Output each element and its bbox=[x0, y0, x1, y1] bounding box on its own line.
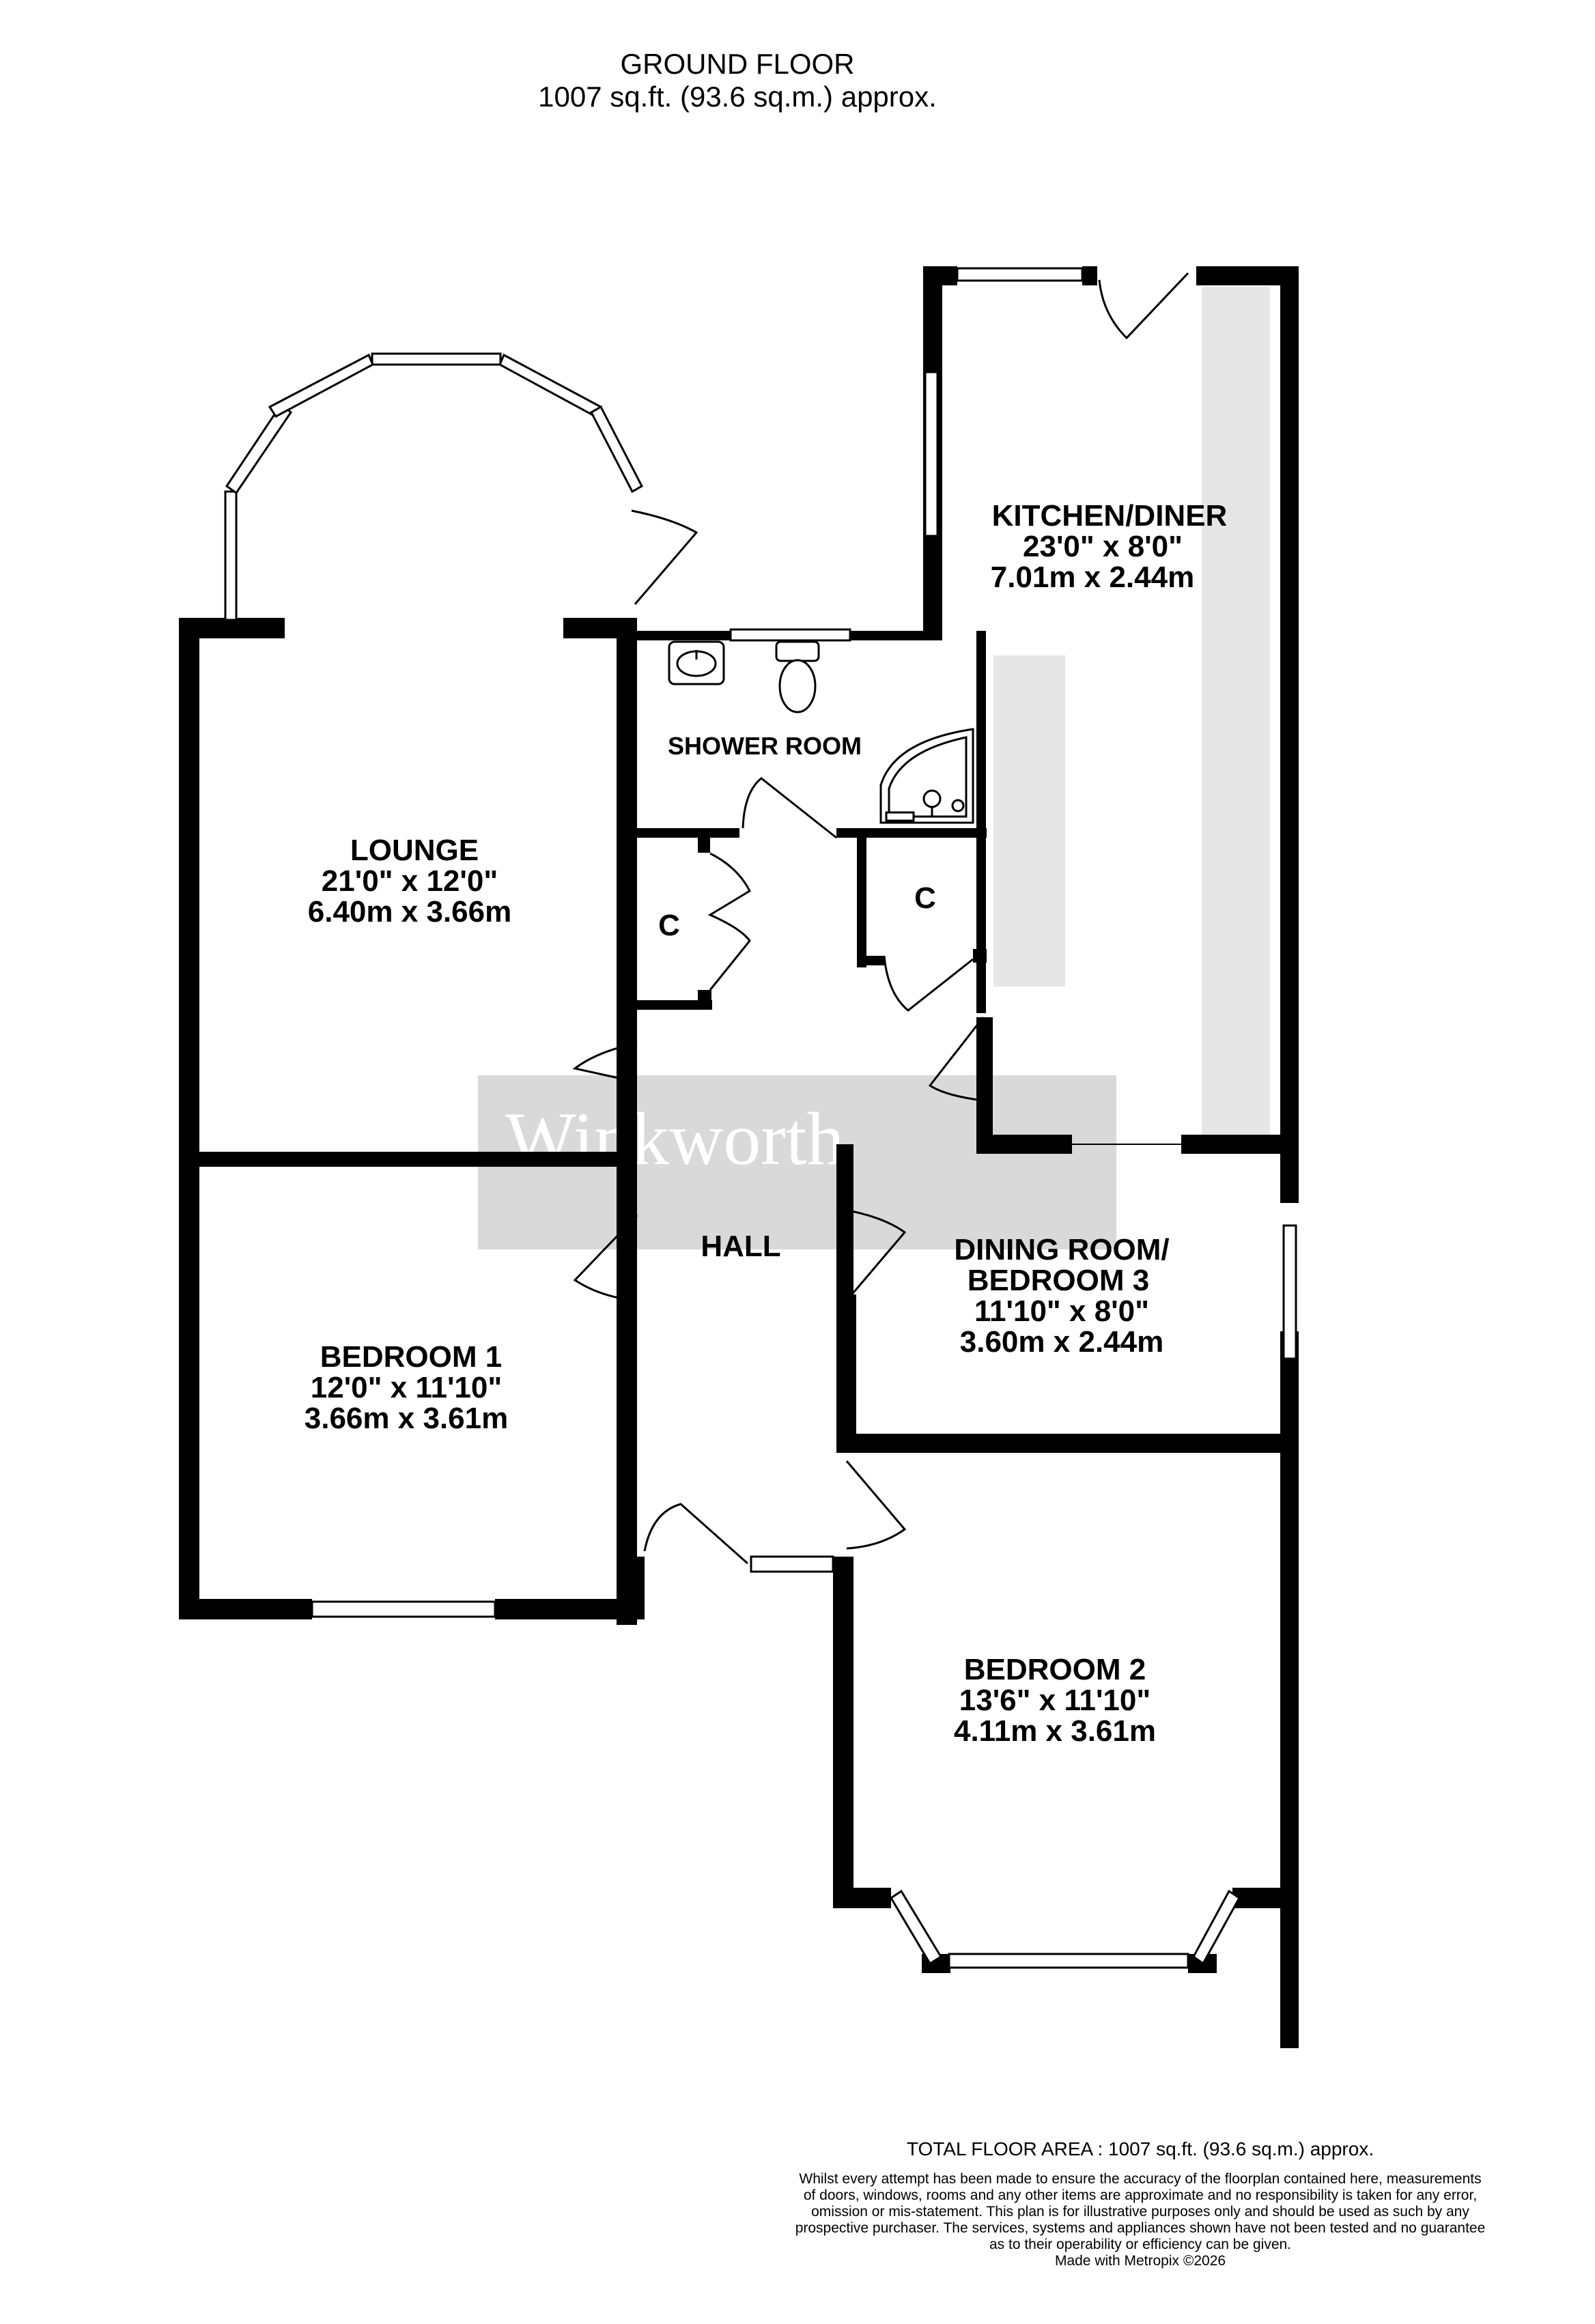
disclaimer-line: omission or mis-statement. This plan is … bbox=[811, 2204, 1469, 2220]
bedroom1-metric: 3.66m x 3.61m bbox=[305, 1402, 508, 1435]
dining-name-line1: DINING ROOM/ bbox=[954, 1233, 1169, 1266]
windows bbox=[224, 267, 1297, 1969]
lounge-name: LOUNGE bbox=[350, 834, 479, 867]
dining-window bbox=[1282, 1224, 1297, 1360]
bedroom1-imperial: 12'0" x 11'10" bbox=[311, 1371, 502, 1404]
dining-name-line2: BEDROOM 3 bbox=[968, 1264, 1149, 1297]
disclaimer-line: Whilst every attempt has been made to en… bbox=[799, 2171, 1482, 2187]
footer: TOTAL FLOOR AREA : 1007 sq.ft. (93.6 sq.… bbox=[710, 2137, 1570, 2269]
made-with: Made with Metropix ©2026 bbox=[1054, 2253, 1226, 2269]
front-door bbox=[643, 1503, 748, 1565]
kitchen-window-side bbox=[924, 371, 939, 537]
doors bbox=[572, 272, 1189, 1565]
kitchen-worktops bbox=[993, 287, 1270, 1140]
bedroom2-name: BEDROOM 2 bbox=[964, 1653, 1146, 1686]
kitchen-label: KITCHEN/DINER 23'0" x 8'0" 7.01m x 2.44m bbox=[991, 499, 1228, 594]
floor-area: 1007 sq.ft. (93.6 sq.m.) approx. bbox=[538, 81, 937, 113]
bedroom1-name: BEDROOM 1 bbox=[320, 1340, 502, 1374]
bedroom2-metric: 4.11m x 3.61m bbox=[954, 1714, 1156, 1748]
shower-door bbox=[742, 777, 837, 839]
bedroom1-door bbox=[573, 1214, 638, 1302]
dining-label: DINING ROOM/ BEDROOM 3 11'10" x 8'0" 3.6… bbox=[954, 1233, 1169, 1359]
cupboard-right-door bbox=[883, 955, 974, 1012]
watermark-text: Winkworth bbox=[505, 1097, 845, 1180]
dining-door bbox=[836, 1207, 907, 1301]
disclaimer-line: of doors, windows, rooms and any other i… bbox=[803, 2187, 1478, 2203]
toilet-icon bbox=[775, 640, 820, 713]
kitchen-name: KITCHEN/DINER bbox=[992, 499, 1228, 533]
disclaimer-line: as to their operability or efficiency ca… bbox=[989, 2237, 1292, 2252]
hall-name: HALL bbox=[701, 1230, 780, 1263]
kitchen-hall-door bbox=[928, 1017, 985, 1102]
bedroom1-label: BEDROOM 1 12'0" x 11'10" 3.66m x 3.61m bbox=[305, 1340, 508, 1435]
bedroom2-door bbox=[845, 1460, 907, 1550]
shower-fixtures bbox=[668, 640, 974, 824]
lounge-bay-window bbox=[224, 352, 643, 621]
total-floor-area: TOTAL FLOOR AREA : 1007 sq.ft. (93.6 sq.… bbox=[906, 2138, 1374, 2159]
floor-title: GROUND FLOOR bbox=[620, 48, 855, 80]
shower-window bbox=[729, 628, 851, 642]
front-door-window bbox=[750, 1555, 834, 1573]
dining-imperial: 11'10" x 8'0" bbox=[974, 1294, 1149, 1328]
lounge-garden-door bbox=[631, 509, 698, 605]
bedroom1-window bbox=[311, 1600, 496, 1618]
walls bbox=[179, 266, 1299, 2048]
disclaimer: Whilst every attempt has been made to en… bbox=[710, 2171, 1570, 2253]
cupboard-left-door bbox=[707, 852, 751, 991]
dining-metric: 3.60m x 2.44m bbox=[960, 1325, 1163, 1359]
disclaimer-line: prospective purchaser. The services, sys… bbox=[795, 2220, 1486, 2236]
lounge-label: LOUNGE 21'0" x 12'0" 6.40m x 3.66m bbox=[308, 834, 511, 929]
bedroom2-label: BEDROOM 2 13'6" x 11'10" 4.11m x 3.61m bbox=[954, 1653, 1156, 1748]
kitchen-back-door bbox=[1098, 272, 1189, 340]
bedroom2-imperial: 13'6" x 11'10" bbox=[959, 1684, 1151, 1717]
room-labels: KITCHEN/DINER 23'0" x 8'0" 7.01m x 2.44m… bbox=[305, 499, 1228, 1748]
lounge-metric: 6.40m x 3.66m bbox=[308, 895, 511, 929]
cupboard-right-label: C bbox=[914, 881, 936, 915]
shower-tray-icon bbox=[879, 728, 974, 824]
lounge-imperial: 21'0" x 12'0" bbox=[322, 864, 498, 898]
kitchen-window-top bbox=[956, 267, 1084, 282]
shower-room-name: SHOWER ROOM bbox=[668, 732, 862, 760]
basin-icon bbox=[668, 640, 725, 685]
floor-header: GROUND FLOOR 1007 sq.ft. (93.6 sq.m.) ap… bbox=[0, 48, 1475, 113]
kitchen-metric: 7.01m x 2.44m bbox=[991, 561, 1194, 594]
kitchen-imperial: 23'0" x 8'0" bbox=[1023, 530, 1183, 563]
bedroom2-bay-window bbox=[889, 1889, 1241, 1969]
lounge-door bbox=[572, 1042, 638, 1083]
cupboard-left-label: C bbox=[658, 909, 680, 942]
